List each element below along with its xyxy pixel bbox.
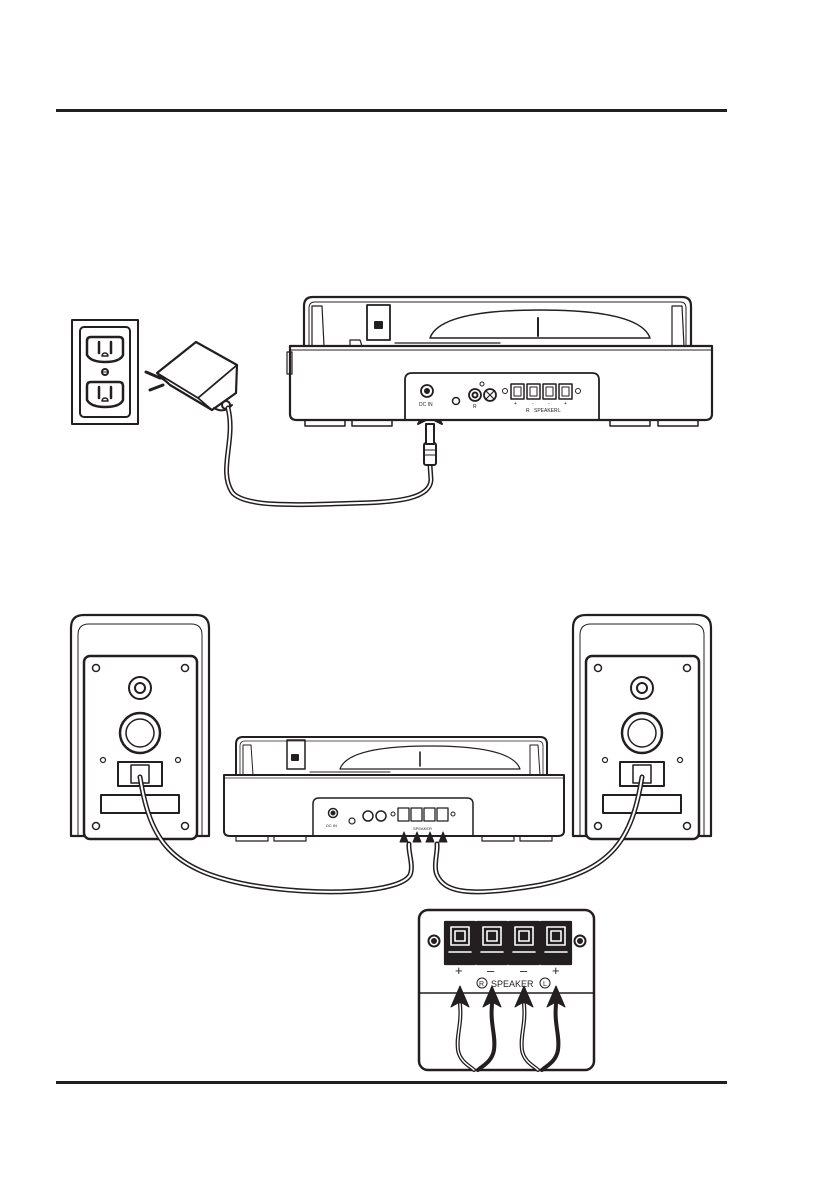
turntable-rear-power bbox=[287, 297, 712, 426]
ac-adapter bbox=[146, 342, 237, 410]
terminal-r-mark-1: R bbox=[526, 408, 530, 414]
detail-l-mark: L bbox=[543, 981, 547, 988]
plus-label-1: + bbox=[514, 401, 517, 407]
detail-minus-1: – bbox=[487, 963, 495, 978]
left-speaker bbox=[71, 615, 209, 839]
detail-plus-1: + bbox=[455, 963, 463, 978]
rca-label-1: R bbox=[473, 404, 477, 410]
detail-minus-2: – bbox=[520, 963, 528, 978]
right-speaker bbox=[573, 615, 711, 839]
plus-label-1b: + bbox=[564, 401, 567, 407]
dc-in-label-2: DC IN bbox=[326, 823, 337, 828]
terminal-l-mark-1: L bbox=[558, 408, 561, 414]
wall-outlet bbox=[72, 320, 138, 424]
detail-r-mark: R bbox=[479, 981, 484, 988]
speaker-label-1: SPEAKER bbox=[534, 408, 558, 414]
detail-speaker-label: SPEAKER bbox=[491, 979, 534, 989]
turntable-rear-speakers bbox=[224, 737, 564, 841]
dc-in-label-1: DC IN bbox=[419, 402, 433, 408]
terminal-detail-callout bbox=[419, 910, 594, 1070]
detail-plus-2: + bbox=[552, 963, 560, 978]
adapter-cable bbox=[226, 408, 431, 505]
speaker-label-2: SPEAKER bbox=[413, 826, 432, 831]
